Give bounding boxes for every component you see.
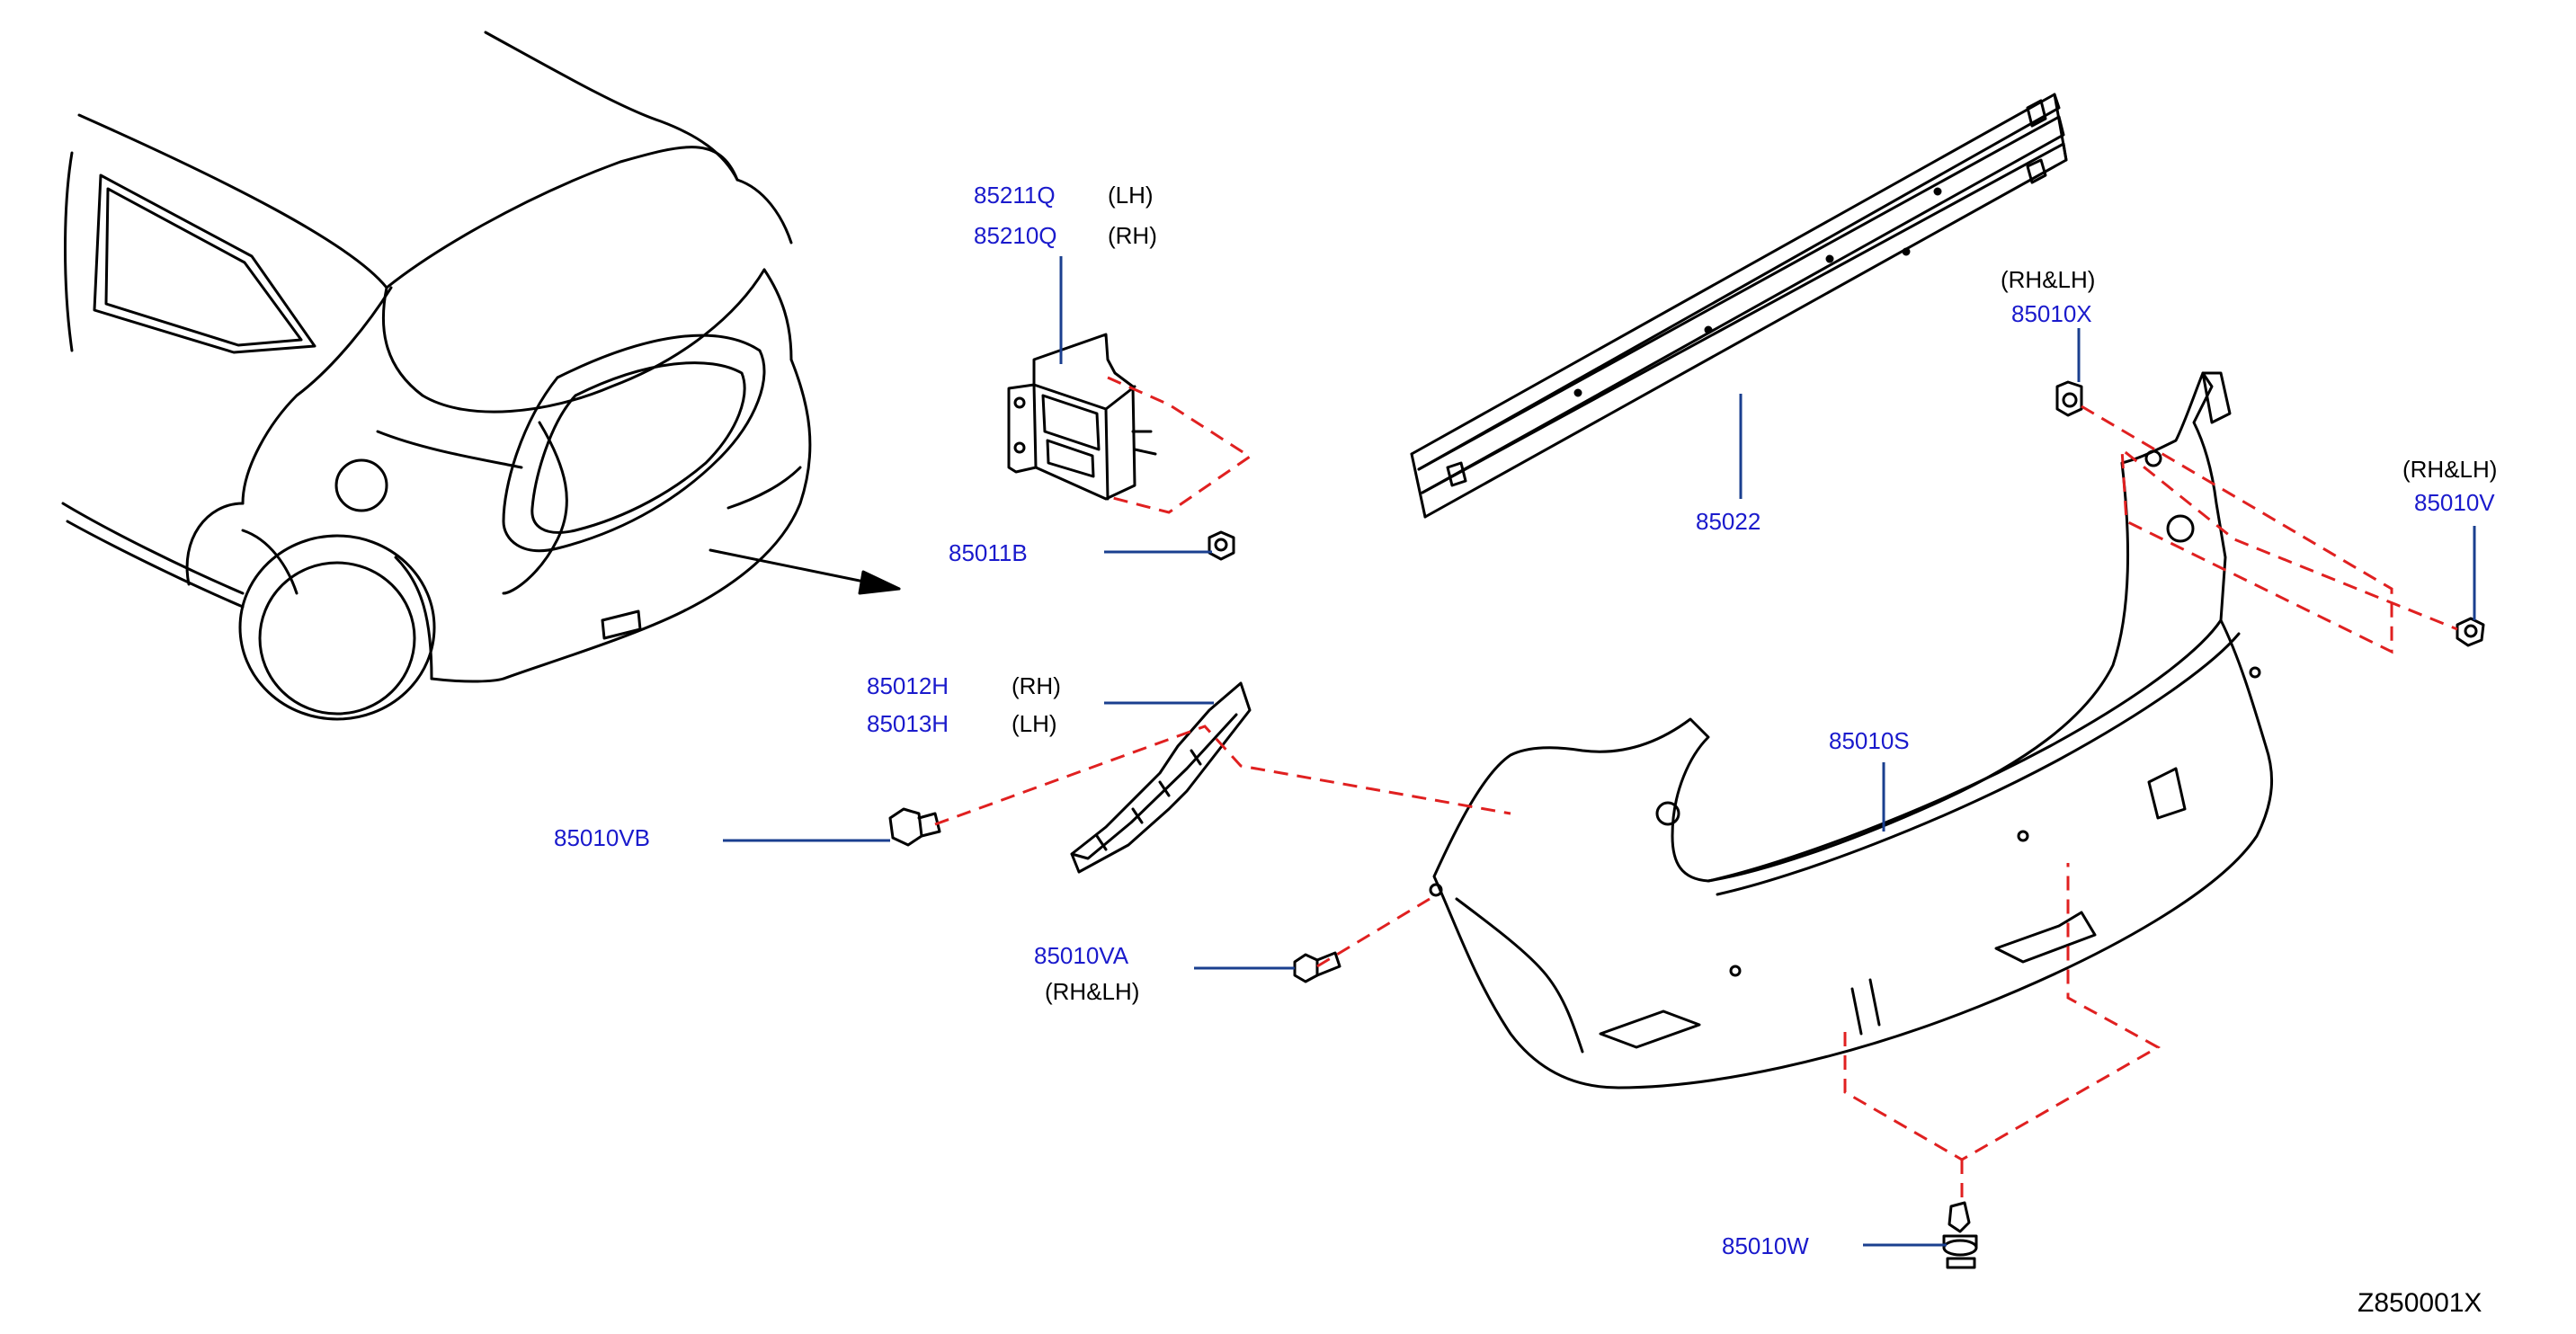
part-number-85211q: 85211Q xyxy=(974,182,1056,209)
part-number-85010v: 85010V xyxy=(2414,489,2495,516)
part-number-85013h: 85013H xyxy=(867,710,949,737)
clip-85010x xyxy=(2055,380,2083,417)
part-number-85010s: 85010S xyxy=(1829,727,1910,754)
diagram-reference-code: Z850001X xyxy=(2358,1288,2482,1318)
bracket-85210q xyxy=(1007,333,1157,501)
part-number-85010x: 85010X xyxy=(2011,300,2092,327)
bumper-fascia-85010s xyxy=(1429,371,2273,1089)
leader-lines xyxy=(723,256,2476,1247)
part-number-85022: 85022 xyxy=(1696,508,1761,535)
side-label-85013h: (LH) xyxy=(1012,710,1057,737)
side-label-85210q: (RH) xyxy=(1108,222,1157,249)
part-number-85010w: 85010W xyxy=(1722,1232,1809,1259)
part-number-85012h: 85012H xyxy=(867,672,949,699)
side-label-85010v: (RH&LH) xyxy=(2402,456,2498,483)
screw-85010w xyxy=(1942,1201,1978,1269)
side-label-85010va: (RH&LH) xyxy=(1045,978,1140,1005)
part-number-85010va: 85010VA xyxy=(1034,942,1129,969)
bumper-bracket-85012h xyxy=(1070,681,1252,874)
clip-85010v xyxy=(2456,617,2485,647)
part-number-85010vb: 85010VB xyxy=(554,824,650,851)
side-label-85012h: (RH) xyxy=(1012,672,1061,699)
side-label-85211q: (LH) xyxy=(1108,182,1154,209)
vehicle-rear-illustration xyxy=(61,31,812,721)
part-number-85210q: 85210Q xyxy=(974,222,1057,249)
part-number-85011b: 85011B xyxy=(949,539,1028,566)
bolt-85010vb xyxy=(888,807,941,847)
bolt-85010va xyxy=(1293,951,1341,983)
side-label-85010x: (RH&LH) xyxy=(2001,266,2096,293)
reinforcement-85022 xyxy=(1410,93,2068,519)
nut-85011b xyxy=(1208,530,1235,561)
pointer-arrowhead xyxy=(858,570,901,595)
phantom-lines xyxy=(934,376,2458,1203)
